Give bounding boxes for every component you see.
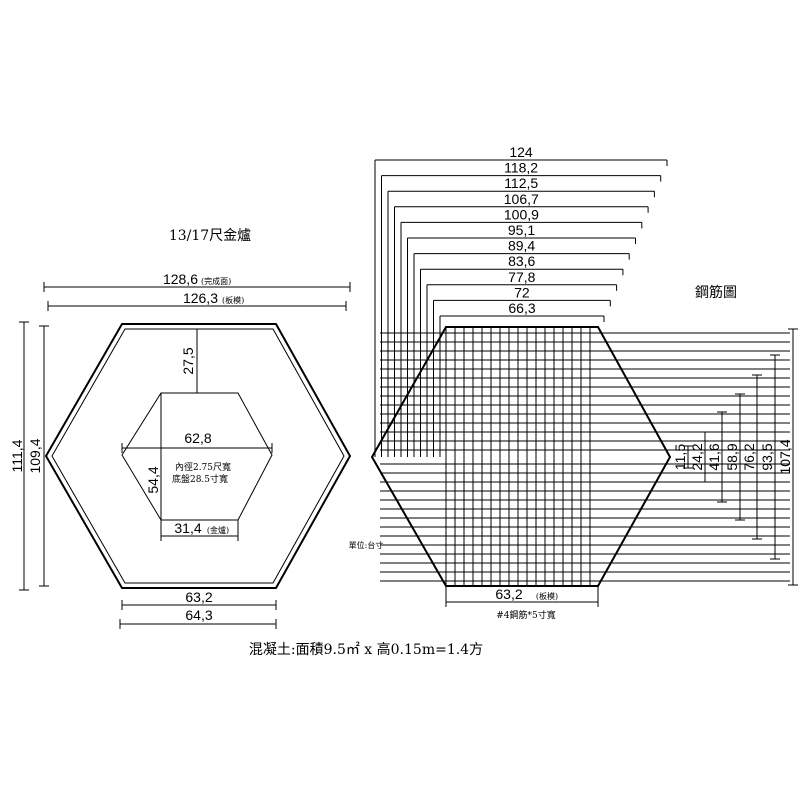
- rebar-top-dim-8: 83,6: [420, 253, 624, 457]
- rebar-top-dim-1: 124: [374, 144, 668, 457]
- left-bottom-dim-1: 63,2: [121, 589, 277, 610]
- left-bottom-dim-2: 64,3: [119, 607, 277, 629]
- rebar-top-dim-10: 72: [433, 284, 611, 457]
- left-side-dim-1: 111,4: [9, 321, 29, 591]
- rebar-top-dim-8-value: 83,6: [508, 253, 535, 269]
- right-bottom-dim-note: (板模): [536, 591, 558, 601]
- right-bottom-dim-value: 63,2: [495, 586, 522, 602]
- rebar-top-dim-9: 77,8: [426, 269, 618, 457]
- rebar-top-dim-7-value: 89,4: [508, 238, 535, 254]
- inner-bottom-dim: 31,4 (金爐): [160, 520, 239, 541]
- rebar-right-dim-7: 107,4: [777, 328, 798, 586]
- rebar-top-dim-2: 118,2: [381, 160, 662, 457]
- right-title: 鋼筋圖: [695, 284, 737, 301]
- rebar-right-dim-5-value: 76,2: [741, 443, 757, 470]
- rebar-right-dim-6-value: 93,5: [759, 443, 775, 470]
- rebar-right-dim-2-value: 24,2: [689, 443, 705, 470]
- left-side-dim-2: 109,4: [27, 325, 49, 587]
- rebar-top-dim-5-value: 100,9: [504, 206, 539, 222]
- left-top-dim-2-value: 126,3: [183, 290, 218, 306]
- rebar-note: #4鋼筋*5寸寬: [496, 609, 556, 621]
- rebar-right-dim-3-value: 41,6: [706, 443, 722, 470]
- left-top-dim-1: 128,6 (完成面): [43, 271, 351, 292]
- rebar-right-dim-1-value: 11,5: [672, 444, 688, 470]
- left-bottom-dim-1-value: 63,2: [185, 589, 212, 605]
- left-drawing: 13/17尺金爐 128,6 (完成面) 126,3 (板模) 111,4: [9, 228, 352, 629]
- left-bottom-dim-2-value: 64,3: [185, 607, 212, 623]
- inner-side-dim: 54,4: [145, 393, 162, 520]
- inner-width-dim: 62,8: [121, 430, 273, 453]
- left-top-dim-2: 126,3 (板模): [47, 290, 347, 311]
- rebar-top-dims: 124118,2112,5106,7100,995,189,483,677,87…: [374, 144, 668, 457]
- rebar-top-dim-9-value: 77,8: [508, 269, 535, 285]
- rebar-right-dim-4-value: 58,9: [724, 443, 740, 470]
- rebar-top-dim-5: 100,9: [400, 206, 643, 457]
- rebar-top-dim-6-value: 95,1: [508, 222, 535, 238]
- right-bottom-dim: 63,2 (板模): [445, 586, 599, 607]
- inner-hexagon: [121, 392, 273, 521]
- inner-bottom-note: (金爐): [207, 525, 229, 535]
- rebar-top-dim-1-value: 124: [509, 144, 533, 160]
- left-title: 13/17尺金爐: [169, 228, 251, 244]
- left-side-dim-1-value: 111,4: [9, 439, 25, 472]
- unit-note: 單位:台寸: [349, 540, 384, 550]
- rebar-top-dim-3-value: 112,5: [504, 175, 538, 191]
- rebar-top-dim-11-value: 66,3: [508, 300, 535, 316]
- footer-note: 混凝土:面積9.5㎡ x 高0.15m=1.4方: [249, 641, 483, 658]
- left-top-dim-1-value: 128,6: [163, 271, 198, 287]
- inner-side-value: 54,4: [145, 466, 161, 493]
- left-side-dim-2-value: 109,4: [27, 438, 43, 473]
- rebar-top-dim-10-value: 72: [514, 284, 530, 300]
- outer-hexagon: [44, 323, 352, 589]
- rebar-top-dim-6: 95,1: [407, 222, 636, 457]
- inner-note-1: 內徑2.75尺寬: [175, 461, 231, 473]
- rebar-top-dim-4: 106,7: [394, 191, 649, 457]
- inner-height-value: 27,5: [180, 347, 196, 374]
- rebar-top-dim-2-value: 118,2: [504, 160, 538, 176]
- rebar-top-dim-4-value: 106,7: [504, 191, 539, 207]
- inner-width-value: 62,8: [184, 430, 211, 446]
- right-drawing: 鋼筋圖 124118,2112,5106,7100,995,189,483,67…: [370, 144, 798, 621]
- inner-height-dim: 27,5: [180, 329, 202, 394]
- rebar-hexagon: [370, 326, 672, 587]
- rebar-right-dim-7-value: 107,4: [777, 439, 793, 474]
- left-top-dim-2-note: (板模): [222, 295, 244, 305]
- inner-bottom-value: 31,4: [174, 520, 201, 536]
- left-top-dim-1-note: (完成面): [201, 276, 231, 286]
- inner-note-2: 底盤28.5寸寬: [172, 473, 228, 485]
- rebar-top-dim-3: 112,5: [387, 175, 655, 457]
- rebar-grid: [380, 327, 790, 586]
- outer-hexagon-inner: [51, 328, 345, 584]
